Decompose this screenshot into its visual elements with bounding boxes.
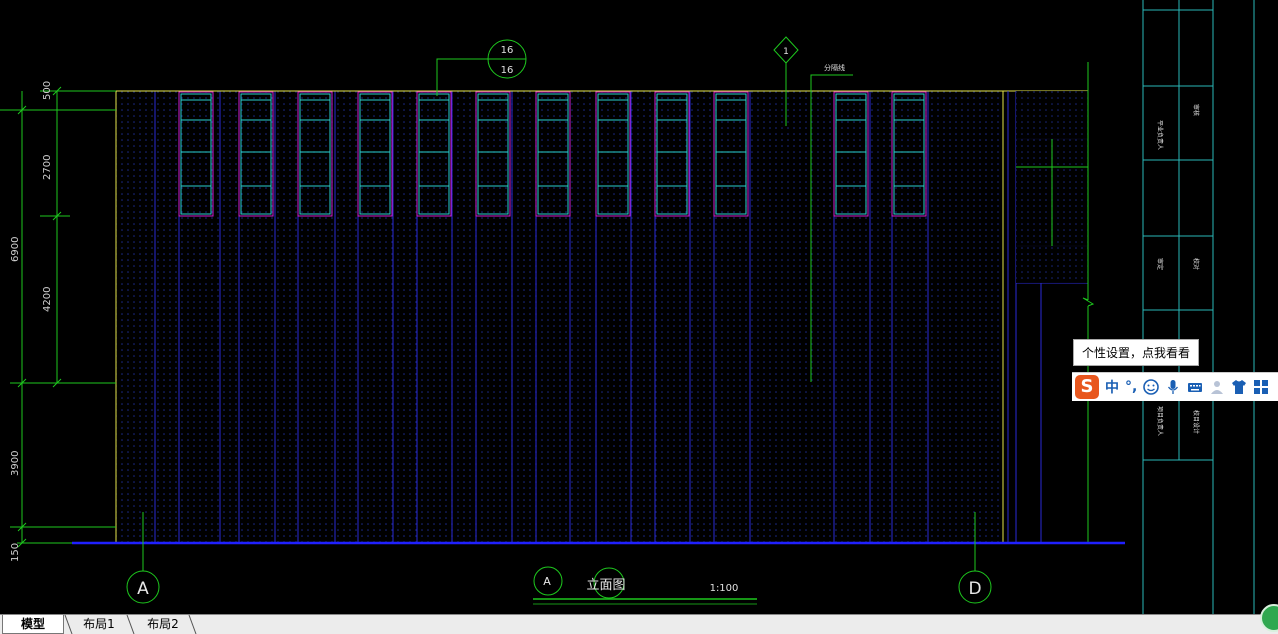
facade-outline (115, 90, 1004, 543)
title-block-cell-5: 项目负责人 (1156, 406, 1164, 436)
status-indicator-icon[interactable] (1260, 604, 1278, 632)
dim-2700: 2700 (42, 155, 53, 180)
window-5 (416, 91, 452, 217)
title-block-cell-6: 校目设计 (1192, 410, 1200, 434)
user-icon[interactable] (1209, 379, 1225, 395)
ime-punct-toggle[interactable]: °, (1125, 379, 1138, 395)
grid-axis-d (958, 570, 992, 604)
window-group (178, 91, 927, 217)
tab-layout-2[interactable]: 布局2 (147, 617, 179, 631)
title-block-cell-3: 审定 (1156, 258, 1164, 270)
sogou-logo-icon[interactable]: S (1075, 375, 1099, 399)
note-leader (810, 74, 853, 382)
drawing-scale: 1:100 (710, 583, 739, 594)
window-4 (357, 91, 393, 217)
ime-mode-toggle[interactable]: 中 (1105, 380, 1119, 396)
emoji-icon[interactable] (1143, 379, 1160, 395)
grid-label-a: A (137, 579, 149, 599)
title-circle-a (533, 566, 563, 596)
dimension-lines (0, 90, 116, 544)
dim-6900: 6900 (10, 237, 21, 262)
window-9 (654, 91, 690, 217)
window-6 (475, 91, 511, 217)
window-3 (297, 91, 333, 217)
window-12 (891, 91, 927, 217)
microphone-icon[interactable] (1165, 379, 1181, 395)
ime-tooltip[interactable]: 个性设置，点我看看 (1073, 339, 1199, 366)
layout-tab-bar: 模型 布局1 布局2 (0, 614, 1278, 634)
dim-150: 150 (10, 543, 21, 562)
ime-toolbar[interactable]: S 中 °, (1072, 372, 1278, 401)
keyboard-icon[interactable] (1187, 379, 1203, 395)
grid-axis-a (126, 570, 160, 604)
dim-500: 500 (42, 81, 53, 100)
window-10 (713, 91, 749, 217)
grid-label-d: D (968, 579, 981, 599)
title-block-cell-2: 审核 (1192, 104, 1200, 116)
grid-icon[interactable] (1253, 379, 1269, 395)
title-block-cell-4: 校对 (1192, 258, 1200, 270)
window-11 (833, 91, 869, 217)
window-tag-bottom: 16 (501, 65, 514, 76)
section-symbol-number: 1 (783, 47, 789, 57)
dim-4200: 4200 (42, 287, 53, 312)
shirt-icon[interactable] (1231, 379, 1247, 395)
facade-fill (116, 91, 1003, 543)
facade-panel-lines (154, 91, 929, 543)
tab-layout-1[interactable]: 布局1 (83, 617, 115, 631)
window-7 (535, 91, 571, 217)
note-label: 分隔线 (824, 63, 845, 72)
title-block-frame (1142, 0, 1255, 614)
cad-drawing-canvas[interactable]: 500 2700 6900 4200 3900 150 16 16 1 分隔线 … (0, 0, 1278, 614)
window-8 (595, 91, 631, 217)
window-tag-top: 16 (501, 45, 514, 56)
dim-3900: 3900 (10, 451, 21, 476)
window-2 (238, 91, 274, 217)
window-1 (178, 91, 214, 217)
drawing-title: 立面图 (586, 578, 625, 593)
title-circle-b (593, 567, 625, 599)
dimension-ticks (17, 86, 62, 548)
tab-model[interactable]: 模型 (2, 615, 64, 634)
window-tag-leader (436, 58, 488, 96)
title-circle-a-label: A (543, 575, 551, 588)
title-block-cell-1: 平业负责人 (1156, 120, 1164, 150)
